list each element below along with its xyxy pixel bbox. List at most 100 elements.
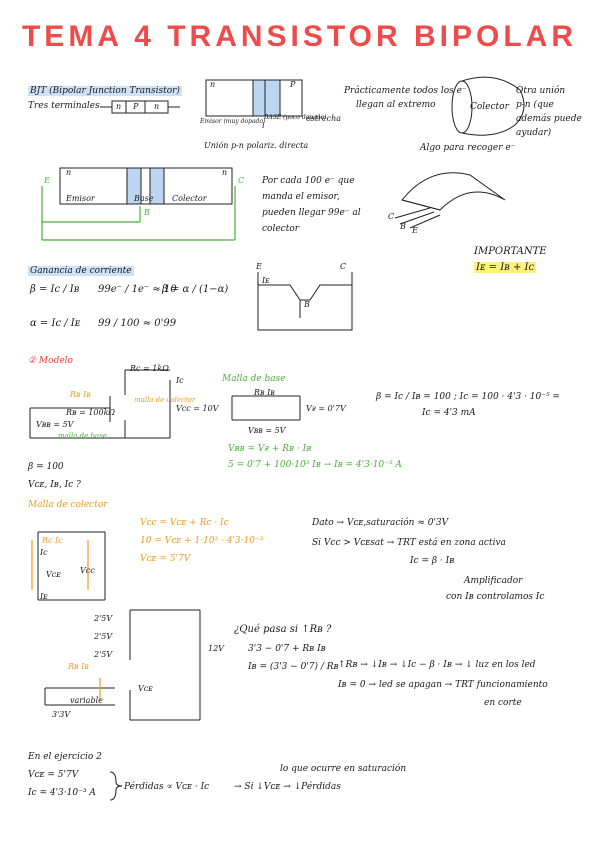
dato-line5: con Iʙ controlamos Ic [446, 592, 545, 602]
q-eq2: Iʙ = (3'3 − 0'7) / Rʙ [248, 662, 339, 672]
led-variable: variable [70, 696, 103, 705]
important-formula: Iᴇ = Iʙ + Iᴄ [474, 262, 537, 273]
c1-n2: n [222, 168, 228, 177]
c1-base: Base [134, 194, 154, 203]
estrecha-label: estrecha [306, 114, 342, 123]
c2-C: C [340, 262, 347, 271]
q-question: ¿Qué pasa si ↑Rʙ ? [234, 624, 332, 635]
dato-line2: Si Vcc > Vᴄᴇsat → TRT está en zona activ… [312, 538, 506, 548]
dato-line4: Amplificador [464, 576, 523, 586]
junction-n: n [210, 80, 216, 89]
alpha-num: 99 / 100 ≈ 0'99 [98, 318, 177, 329]
c2-Ie: Iᴇ [262, 276, 270, 285]
beta-alpha: β = α / (1−α) [162, 284, 229, 295]
q-eq1: 3'3 − 0'7 + Rʙ Iʙ [248, 644, 326, 654]
bm-eq1: Vʙʙ = Vғ + Rʙ · Iʙ [228, 444, 312, 454]
m-rb-ib: Rʙ Iʙ [70, 390, 91, 399]
c1-note4: colector [262, 224, 300, 234]
otra-line1: Otra unión [516, 86, 566, 96]
beta-num: 99e⁻ / 1e⁻ ≈ 10 [98, 284, 177, 295]
electrons-line2: llegan al extremo [356, 100, 436, 110]
c1-B: B [144, 208, 150, 217]
led-vce: Vᴄᴇ [138, 684, 153, 693]
bm-vbb: Vʙʙ = 5V [248, 426, 286, 435]
c2-E: E [256, 262, 262, 271]
emisor-note: Emisor (muy dopado) [200, 118, 266, 125]
bjt-n1: n [116, 102, 122, 111]
c1-C: C [238, 176, 245, 185]
otra-line3: además puede [516, 114, 582, 124]
m-ask: Vᴄᴇ, Iʙ, Ic ? [28, 480, 81, 490]
union-label: Unión p-n polariz. directa [204, 141, 309, 150]
bottom-arrow: → Si ↓Vᴄᴇ → ↓Pérdidas [234, 782, 341, 792]
shape-E: E [412, 226, 418, 235]
m-rb: Rʙ = 100kΩ [66, 408, 116, 417]
cm-rc-ic: Rc Ic [42, 536, 63, 545]
m-vbb: Vʙʙ = 5V [36, 420, 74, 429]
important-label: IMPORTANTE [474, 246, 547, 257]
bottom-saturacion: lo que ocurre en saturación [280, 764, 407, 774]
bjt-n2: n [154, 102, 160, 111]
junction-i: i [262, 121, 265, 130]
bottom-ic: Ic = 4'3·10⁻³ A [28, 788, 96, 798]
c2-B: B [304, 300, 310, 309]
cm-vce: Vᴄᴇ [46, 570, 61, 579]
m-beta: β = 100 [28, 462, 64, 472]
shape-B: B [400, 222, 406, 231]
shape-C: C [388, 212, 395, 221]
bm-heading: Malla de base [222, 374, 286, 384]
bjt-p: P [133, 102, 139, 111]
recoger-label: Algo para recoger e⁻ [420, 143, 516, 153]
led-v33: 3'3V [52, 710, 71, 719]
q-chain2: Iʙ = 0 → led se apagan → TRT funcionamie… [338, 680, 548, 690]
led-v1: 2'5V [94, 614, 113, 623]
led-rb-ib: Rʙ Iʙ [68, 662, 89, 671]
c1-E: E [44, 176, 50, 185]
collector-label: Colector [470, 102, 509, 112]
otra-line4: ayudar) [516, 128, 552, 138]
m-malla-base: malla de base [58, 432, 107, 440]
q-chain3: en corte [484, 698, 522, 708]
cm-eq2: 10 = Vᴄᴇ + 1·10³ · 4'3·10⁻³ [140, 536, 264, 546]
m-rc: Rc = 1kΩ [130, 364, 169, 373]
cm-ie: Iᴇ [40, 592, 48, 601]
cm-heading: Malla de colector [28, 500, 108, 510]
c1-note1: Por cada 100 e⁻ que [262, 176, 355, 186]
c1-note2: manda el emisor, [262, 192, 340, 202]
base-note: BASE (poco dopada) [264, 114, 327, 121]
c1-colector: Colector [172, 194, 207, 203]
bottom-vce: Vᴄᴇ = 5'7V [28, 770, 79, 780]
m-ic: Ic [176, 376, 184, 385]
bm-vf: Vғ = 0'7V [306, 404, 346, 413]
cm-vcc: Vcc [80, 566, 95, 575]
bottom-perdidas: Pérdidas ∝ Vᴄᴇ · Ic [124, 782, 210, 792]
page-title: TEMA 4 TRANSISTOR BIPOLAR [21, 20, 578, 53]
cm-eq1: Vcc = Vᴄᴇ + Rc · Ic [140, 518, 229, 528]
bm-rb-ib: Rʙ Iʙ [254, 388, 275, 397]
cm-ic: Ic [40, 548, 48, 557]
dato-line1: Dato → Vᴄᴇ,saturación ≈ 0'3V [312, 518, 449, 528]
gain-heading: Ganancia de corriente [28, 266, 134, 276]
beta-result2: Ic = 4'3 mA [422, 408, 476, 418]
terminals-label: Tres terminales [28, 101, 100, 111]
beta-result1: β = Ic / Iʙ = 100 ; Ic = 100 · 4'3 · 10⁻… [376, 392, 560, 402]
cm-eq3: Vᴄᴇ = 5'7V [140, 554, 191, 564]
alpha-def: α = Ic / Iᴇ [30, 318, 81, 329]
modelo-heading: ② Modelo [28, 356, 73, 366]
c1-note3: pueden llegar 99e⁻ al [262, 208, 361, 218]
junction-p: P [290, 80, 296, 89]
m-vcc: Vcc = 10V [176, 404, 219, 413]
electrons-line1: Prácticamente todos los e⁻ [344, 86, 467, 96]
dato-line3: Ic = β · Iʙ [410, 556, 455, 566]
q-chain1: ↑Rʙ → ↓Iʙ → ↓Ic − β · Iʙ → ↓ luz en los … [338, 660, 536, 670]
beta-def: β = Ic / Iʙ [30, 284, 80, 295]
m-malla-col: malla de colector [134, 396, 196, 404]
bm-eq2: 5 = 0'7 + 100·10³ Iʙ → Iʙ = 4'3·10⁻⁵ A [228, 460, 402, 470]
led-v12: 12V [208, 644, 224, 653]
led-v2: 2'5V [94, 632, 113, 641]
c1-emisor: Emisor [66, 194, 95, 203]
c1-n1: n [66, 168, 72, 177]
bottom-heading: En el ejercicio 2 [28, 752, 102, 762]
led-v3: 2'5V [94, 650, 113, 659]
